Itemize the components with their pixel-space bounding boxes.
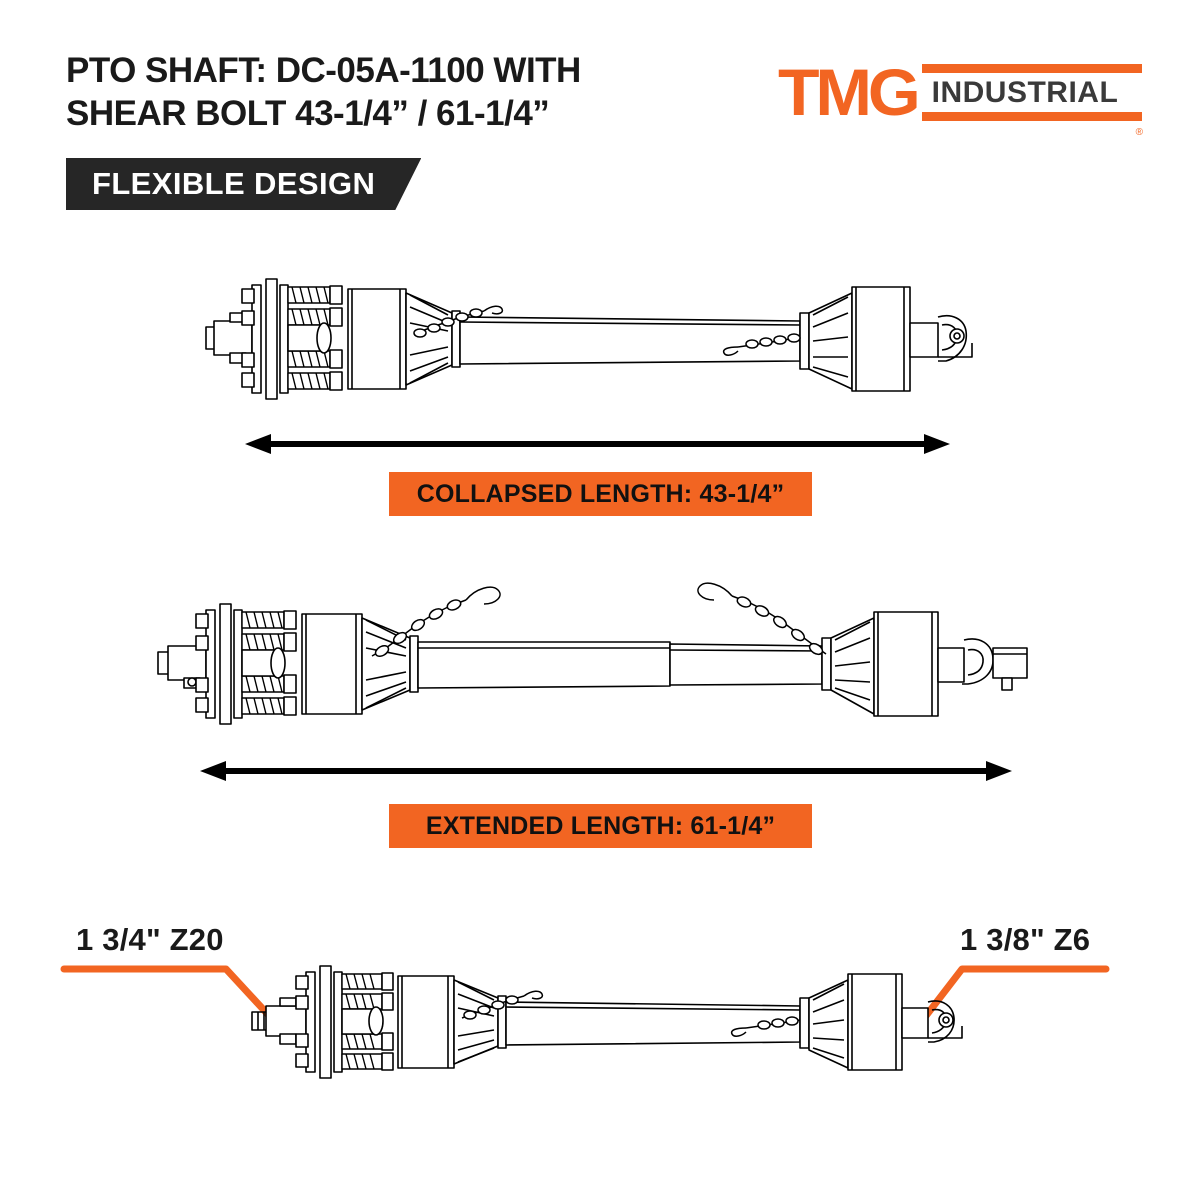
extended-length-label: EXTENDED LENGTH: 61-1/4” (389, 804, 812, 848)
flexible-design-banner: FLEXIBLE DESIGN (66, 158, 421, 210)
diagram-extended-shaft (150, 570, 1070, 730)
title-line-1: PTO SHAFT: DC-05A-1100 WITH (66, 51, 581, 90)
registered-trademark-icon: ® (1135, 127, 1143, 138)
collapsed-length-label: COLLAPSED LENGTH: 43-1/4” (389, 472, 812, 516)
logo-bar-bottom (921, 111, 1142, 121)
callout-right-spline-label: 1 3/8" Z6 (960, 922, 1091, 957)
page-title: PTO SHAFT: DC-05A-1100 WITH SHEAR BOLT 4… (66, 50, 766, 135)
diagram-spline-detail-shaft (240, 950, 1000, 1090)
tmg-industrial-logo: TMG INDUSTRIAL ® (778, 52, 1143, 138)
title-line-2: SHEAR BOLT 43-1/4” / 61-1/4” (66, 93, 550, 133)
logo-brand-text: TMG (778, 54, 921, 129)
dimension-arrow-collapsed (245, 428, 950, 460)
dimension-arrow-extended (200, 755, 1012, 787)
diagram-collapsed-shaft (200, 265, 1020, 410)
logo-wordmark-group: INDUSTRIAL ® (921, 56, 1143, 138)
callout-left-spline-label: 1 3/4" Z20 (76, 922, 224, 957)
logo-industrial-text: INDUSTRIAL (931, 75, 1119, 109)
logo-bar-top (921, 63, 1142, 73)
